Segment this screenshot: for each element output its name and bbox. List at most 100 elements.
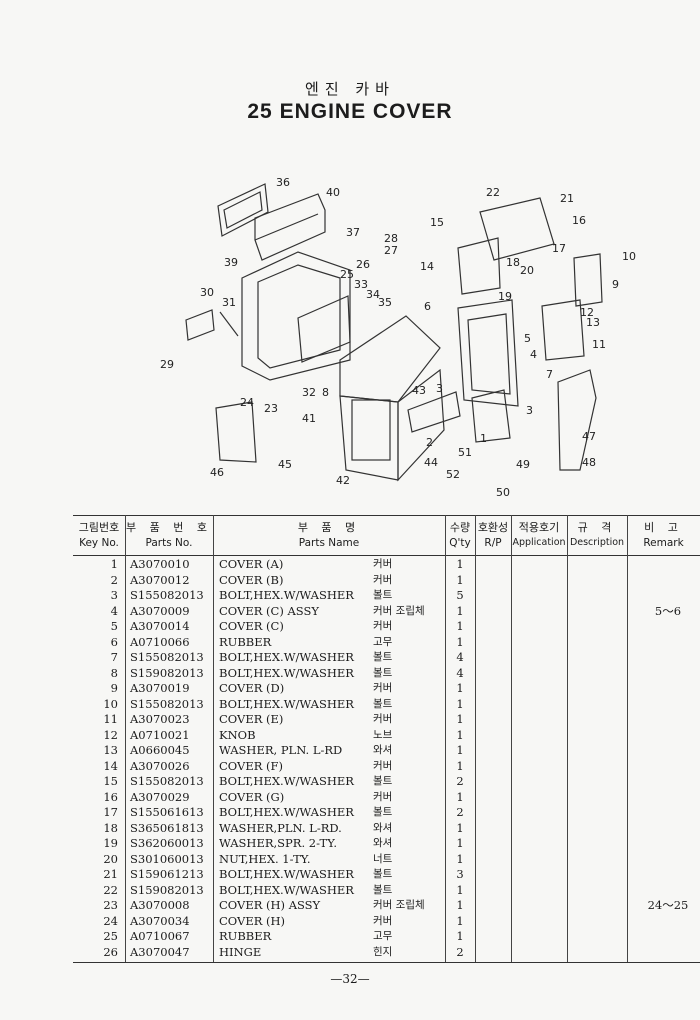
- divider: [511, 515, 512, 962]
- korean-name-cell: 고무: [373, 635, 393, 648]
- part-name-cell: WASHER,PLN. L-RD.: [219, 820, 342, 835]
- quantity-cell: 1: [456, 557, 464, 571]
- quantity-cell: 1: [456, 820, 464, 835]
- key-cell: 14: [103, 758, 118, 773]
- page-number: —32—: [330, 972, 370, 986]
- callout-18: 18: [506, 256, 520, 269]
- part-number-cell: S159082013: [130, 665, 204, 680]
- part-name-cell: WASHER,SPR. 2-TY.: [219, 836, 337, 850]
- korean-name-cell: 볼트: [373, 666, 393, 679]
- callout-19: 19: [498, 290, 512, 303]
- divider: [627, 515, 628, 962]
- quantity-cell: 4: [456, 650, 464, 664]
- callout-2: 2: [426, 436, 433, 449]
- key-cell: 9: [110, 681, 118, 695]
- callout-47: 47: [582, 430, 596, 443]
- callout-33: 33: [354, 278, 368, 291]
- callout-44: 44: [424, 456, 438, 469]
- key-cell: 25: [103, 929, 118, 943]
- panel-shape: [297, 295, 351, 363]
- divider: [213, 515, 214, 962]
- callout-5: 5: [524, 332, 531, 345]
- korean-name-cell: 볼트: [373, 883, 393, 896]
- callout-42: 42: [336, 474, 350, 487]
- page-title-korean: 엔진 카바: [305, 80, 395, 98]
- part-number-cell: A3070023: [130, 712, 190, 726]
- korean-name-cell: 고무: [373, 930, 393, 942]
- quantity-cell: 1: [456, 789, 464, 804]
- korean-name-cell: 너트: [373, 852, 393, 865]
- part-number-cell: S155061613: [130, 805, 204, 819]
- callout-26: 26: [356, 258, 370, 271]
- korean-name-cell: 힌지: [373, 945, 393, 958]
- korean-name-cell: 커버: [373, 713, 393, 725]
- part-number-cell: S155082013: [130, 650, 204, 664]
- part-number-cell: A3070034: [130, 913, 190, 928]
- korean-name-cell: 와셔: [373, 837, 393, 849]
- callout-10: 10: [622, 250, 636, 263]
- part-name-cell: COVER (A): [219, 557, 284, 571]
- callout-25: 25: [340, 268, 354, 281]
- quantity-cell: 3: [456, 867, 464, 881]
- key-cell: 26: [103, 944, 118, 959]
- korean-name-cell: 볼트: [373, 775, 393, 787]
- quantity-cell: 1: [456, 913, 464, 928]
- cover-h-shape: [241, 251, 351, 381]
- korean-name-cell: 커버: [373, 558, 393, 570]
- part-number-cell: A3070010: [130, 557, 190, 571]
- part-name-cell: COVER (C) ASSY: [219, 603, 319, 618]
- callout-3b: 3: [526, 404, 533, 417]
- part-number-cell: S159061213: [130, 867, 204, 881]
- part-number-cell: S365061813: [130, 820, 204, 835]
- part-name-cell: NUT,HEX. 1-TY.: [219, 851, 311, 866]
- part-number-cell: A3070047: [130, 944, 190, 959]
- part-name-cell: BOLT,HEX.W/WASHER: [219, 774, 354, 788]
- part-name-cell: RUBBER: [219, 929, 272, 943]
- callout-13: 13: [586, 316, 600, 329]
- callout-37: 37: [346, 226, 360, 239]
- quantity-cell: 5: [456, 588, 464, 602]
- part-name-cell: COVER (G): [219, 789, 285, 804]
- quantity-cell: 1: [456, 634, 464, 649]
- callout-28: 28: [384, 232, 398, 245]
- part-number-cell: S362060013: [130, 836, 204, 850]
- callout-11: 11: [592, 338, 606, 351]
- remark-cell: 5～6: [654, 603, 682, 618]
- divider: [567, 515, 568, 962]
- key-cell: 17: [103, 805, 118, 819]
- divider: [445, 515, 446, 962]
- part-number-cell: A3070029: [130, 789, 190, 804]
- part-number-cell: A3070009: [130, 603, 190, 618]
- korean-name-cell: 볼트: [373, 806, 393, 818]
- duct-cover-shape: [254, 193, 326, 261]
- callout-17: 17: [552, 242, 566, 255]
- callout-8: 8: [322, 386, 329, 399]
- korean-name-cell: 커버 조립체: [373, 604, 425, 617]
- part-number-cell: A0710021: [130, 727, 190, 742]
- callout-30: 30: [200, 286, 214, 299]
- korean-name-cell: 와셔: [373, 744, 393, 756]
- callout-39: 39: [224, 256, 238, 269]
- quantity-cell: 1: [456, 758, 464, 773]
- quantity-cell: 1: [456, 727, 464, 742]
- part-name-cell: BOLT,HEX.W/WASHER: [219, 867, 354, 881]
- key-cell: 18: [103, 820, 118, 835]
- callout-12: 12: [580, 306, 594, 319]
- key-cell: 2: [110, 572, 118, 587]
- part-name-cell: COVER (D): [219, 681, 285, 695]
- callout-23: 23: [264, 402, 278, 415]
- part-name-cell: COVER (E): [219, 712, 284, 726]
